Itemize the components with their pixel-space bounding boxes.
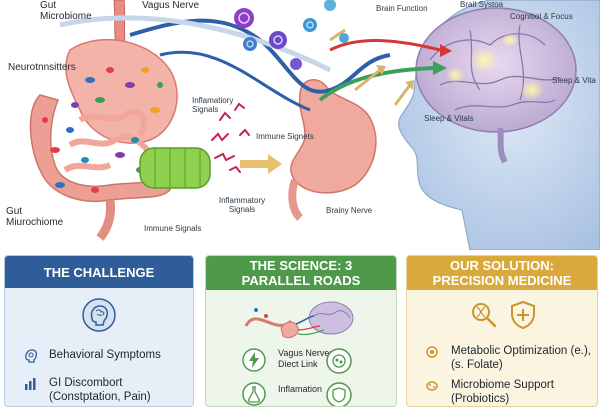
- shield-circle-icon: [326, 382, 352, 406]
- challenge-item-text: GI Discombort: [49, 377, 123, 389]
- label-vagus-nerve: Vagus Nerve: [142, 0, 200, 11]
- brain-icon: [415, 7, 577, 164]
- solution-title-line1: OUR SOLUTION:: [450, 258, 554, 273]
- label-cognitive-focus: Cognitiol & Focus: [510, 12, 573, 21]
- label-brain-system: Brait Systoa: [460, 0, 504, 9]
- solution-item-subtext: (s. Folate): [451, 359, 503, 371]
- solution-item-metabolic: Metabolic Optimization (e.), (s. Folate): [425, 344, 591, 372]
- red-pathway-arrow: [329, 39, 441, 52]
- challenge-title: THE CHALLENGE: [5, 256, 193, 288]
- science-panel: THE SCIENCE: 3 PARALLEL ROADS Vagus Nerv…: [205, 255, 397, 407]
- label-immune-signets: Immune Signets: [256, 132, 314, 141]
- challenge-item-text: Behavioral Symptoms: [49, 349, 161, 361]
- green-pathway-arrow: [318, 66, 436, 102]
- label-brainy-nerve: Brainy Nerve: [326, 206, 373, 215]
- science-title: THE SCIENCE: 3 PARALLEL ROADS: [206, 256, 396, 290]
- microbe-circle-icon: [326, 348, 352, 374]
- label-line: Microbiome: [40, 11, 92, 22]
- brain-head-icon: [25, 349, 38, 363]
- inflammatory-signal-marks: [211, 102, 250, 173]
- challenge-item-behavioral: Behavioral Symptoms: [23, 348, 161, 364]
- science-item-text: Inflamation: [278, 384, 323, 394]
- solution-item-subtext: (Probiotics): [451, 393, 510, 405]
- label-sleep-vitals-right: Sleep & Vita: [552, 76, 596, 85]
- challenge-panel: THE CHALLENGE Behavioral Symptoms GI Dis…: [4, 255, 194, 407]
- label-line: Inflammatory: [218, 196, 266, 205]
- label-neurotransmitters: Neurotnnsitters: [8, 62, 76, 73]
- science-item-inflammation: Inflamation: [242, 382, 322, 406]
- label-gut-microbiome-top: Gut Microbiome: [40, 0, 92, 22]
- challenge-item-subtext: (Constptation, Pain): [49, 391, 151, 403]
- science-title-line2: PARALLEL ROADS: [241, 273, 361, 288]
- mini-gut-brain-diagram: [244, 301, 354, 339]
- label-line: Inflamatiory: [192, 96, 234, 105]
- science-title-line1: THE SCIENCE: 3: [249, 258, 353, 273]
- label-sleep-vitals-left: Sleep & Vitals: [424, 114, 474, 123]
- label-line: Gut: [40, 0, 57, 11]
- solution-item-text: Microbiome Support: [451, 379, 554, 391]
- solution-item-microbiome: Microbiome Support (Probiotics): [425, 378, 554, 406]
- gut-brain-illustration: [29, 0, 600, 250]
- brain-head-icon: [82, 298, 116, 332]
- dna-magnifier-icon: [472, 303, 497, 328]
- villi-cylinder: [139, 147, 211, 189]
- vagus-nerve-line: [129, 18, 391, 94]
- science-item-vagus: Vagus Nerve: Diect Link: [242, 348, 332, 372]
- label-line: Miurochiome: [6, 217, 64, 228]
- large-intestine: [29, 94, 171, 202]
- stomach-chart-icon: [25, 378, 36, 390]
- science-item-text: Vagus Nerve:: [278, 348, 332, 358]
- label-immune-signals: Immune Signals: [144, 224, 202, 233]
- metabolic-icon: [426, 346, 438, 358]
- solution-item-text: Metabolic Optimization (e.),: [451, 345, 591, 357]
- label-inflammatory-signals-2: Inflammatory Signals: [216, 196, 268, 214]
- shield-plus-icon: [511, 300, 535, 330]
- label-brain-function: Brain Function: [376, 4, 428, 13]
- stomach: [290, 79, 377, 194]
- solution-panel: OUR SOLUTION: PRECISION MEDICINE Metabol…: [406, 255, 598, 407]
- small-intestine: [63, 108, 158, 173]
- label-line: Gut: [6, 206, 23, 217]
- lightning-icon: [242, 348, 266, 372]
- flask-icon: [242, 382, 266, 406]
- science-item-subtext: Diect Link: [278, 359, 318, 369]
- label-inflammatory-signals-1: Inflamatiory Signals: [192, 96, 233, 114]
- microbe-icon: [426, 381, 438, 391]
- signal-arrow: [240, 154, 282, 174]
- label-line: Signals: [228, 205, 256, 214]
- neurotransmitter-spirals: [234, 0, 349, 70]
- label-gut-microbiome-bottom: Gut Miurochiome: [6, 206, 63, 228]
- solution-title-line2: PRECISION MEDICINE: [432, 273, 572, 288]
- solution-title: OUR SOLUTION: PRECISION MEDICINE: [407, 256, 597, 290]
- label-line: Signals: [192, 105, 219, 114]
